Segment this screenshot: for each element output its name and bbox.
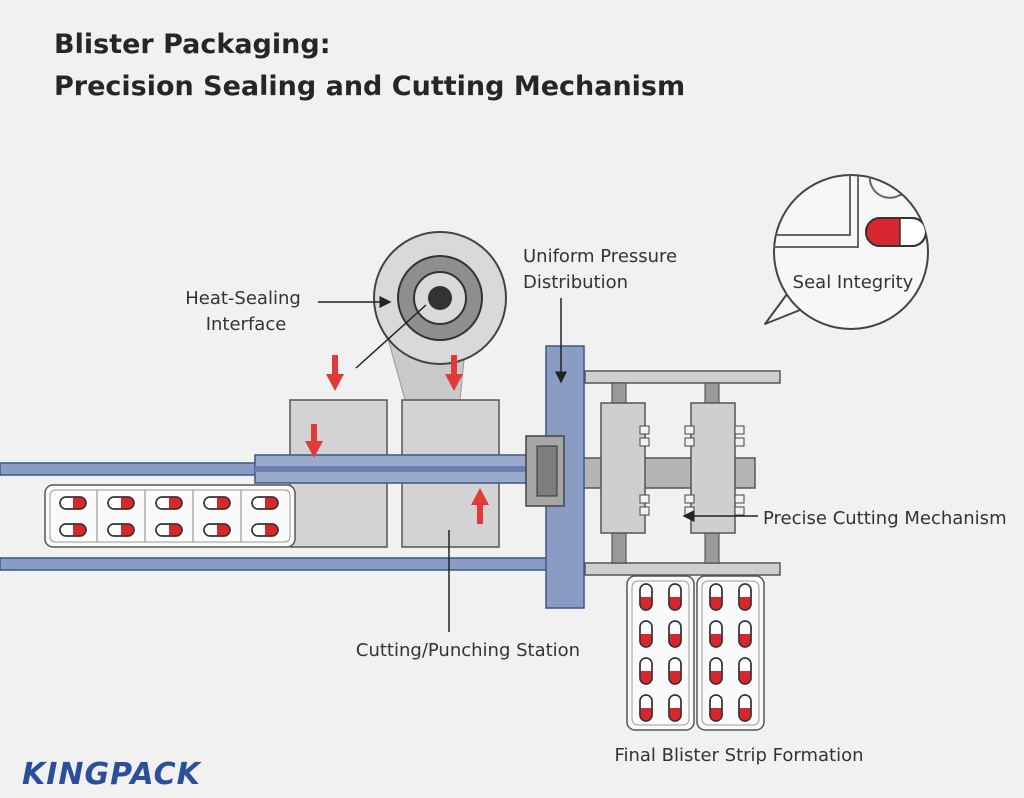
cutting-unit-2 <box>684 402 745 534</box>
seal-integrity-label: Seal Integrity <box>793 272 914 293</box>
heat-sealing-callout: Heat-Sealing Interface <box>185 288 427 369</box>
precise-cutting-label: Precise Cutting Mechanism <box>763 508 1007 529</box>
arrow-up-right-mid <box>471 488 489 524</box>
pressure-column <box>525 345 585 609</box>
arrow-down-right-top <box>445 355 463 391</box>
uniform-pressure-label-line2: Distribution <box>523 272 628 293</box>
final-blister-strip-2 <box>696 575 765 731</box>
precise-cutting-callout: Precise Cutting Mechanism <box>682 508 1007 529</box>
final-strip-label: Final Blister Strip Formation <box>614 745 863 766</box>
main-shaft <box>254 454 546 484</box>
title-line-2: Precision Sealing and Cutting Mechanism <box>54 71 686 102</box>
arrow-down-left-mid <box>305 424 323 458</box>
incoming-blister-sheet <box>44 484 296 548</box>
page-title: Blister Packaging: Precision Sealing and… <box>54 24 685 108</box>
uniform-pressure-callout: Uniform Pressure Distribution <box>523 246 677 384</box>
kingpack-logo: KINGPACK <box>22 757 201 792</box>
cutting-punching-callout: Cutting/Punching Station <box>356 530 580 661</box>
title-line-1: Blister Packaging: <box>54 29 331 60</box>
heat-sealing-label-line2: Interface <box>206 314 287 335</box>
cutting-unit-1 <box>600 402 650 534</box>
uniform-pressure-label-line1: Uniform Pressure <box>523 246 677 267</box>
arrow-down-left-top <box>326 355 344 391</box>
foil-roll <box>373 231 507 401</box>
final-blister-strip-1 <box>626 575 695 731</box>
cutting-punching-label: Cutting/Punching Station <box>356 640 580 661</box>
seal-integrity-callout: Seal Integrity <box>764 174 929 330</box>
heat-sealing-label-line1: Heat-Sealing <box>185 288 301 309</box>
